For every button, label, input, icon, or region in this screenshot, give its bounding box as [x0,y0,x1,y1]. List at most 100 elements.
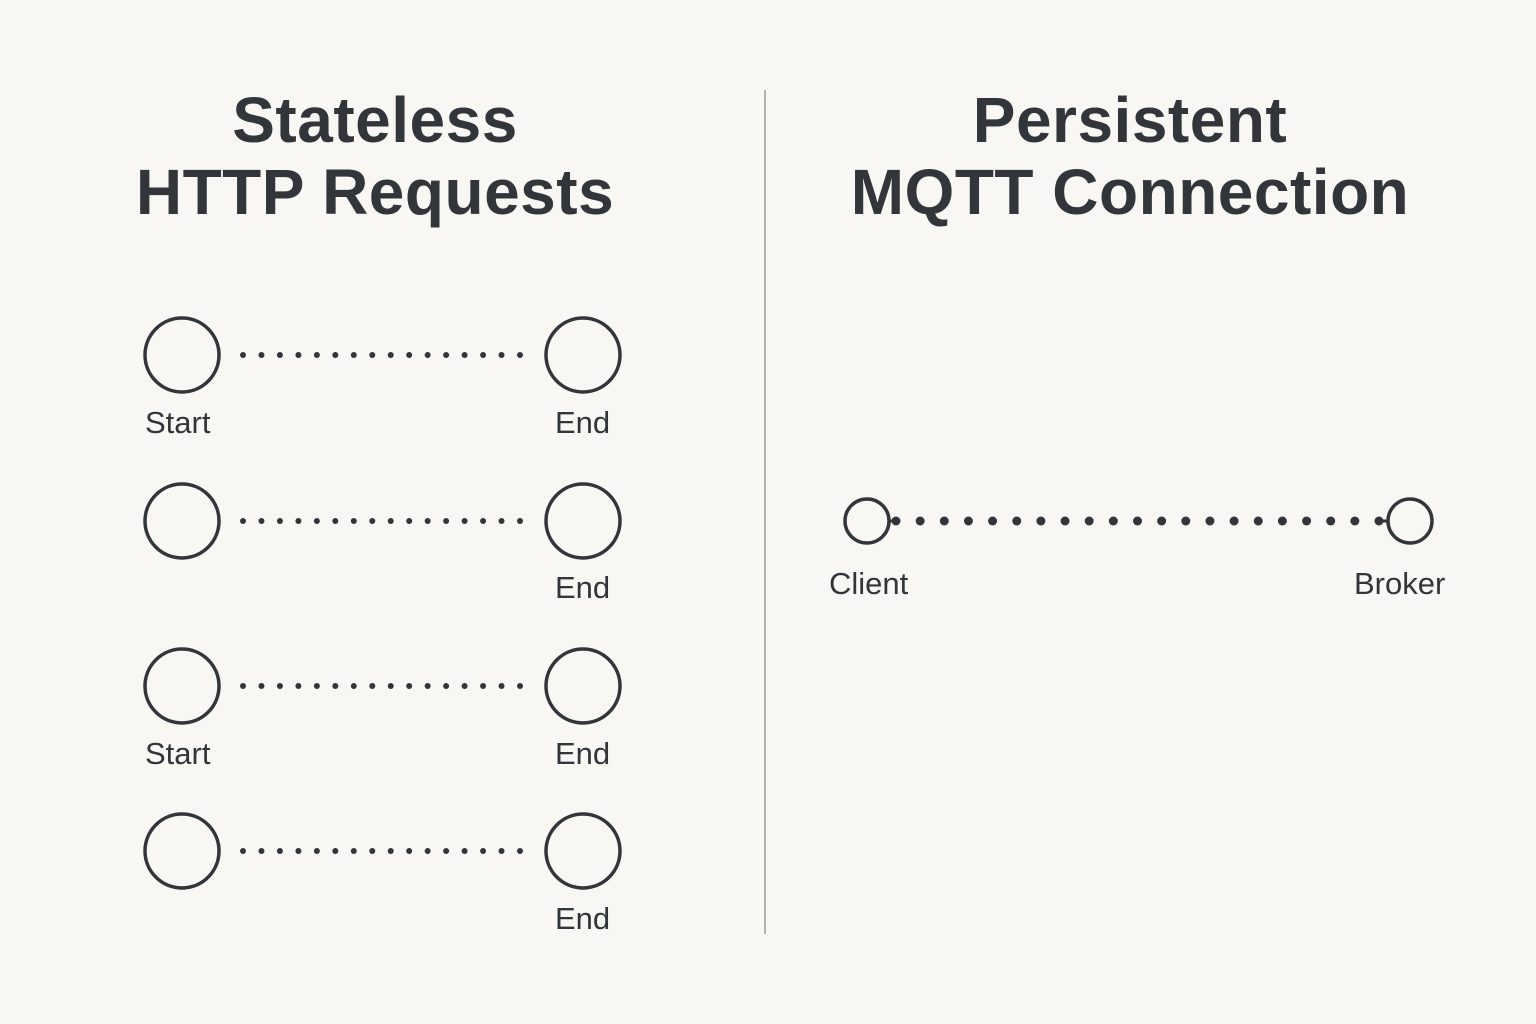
persistent-connection-dot [988,516,998,526]
persistent-connection-dot [1060,516,1070,526]
dotted-connection-dot [295,518,302,524]
http-title-line2: HTTP Requests [135,156,615,228]
end-node-circle-icon [544,482,622,560]
dotted-connection-dot [332,518,339,524]
dotted-connection-dot [276,352,283,358]
http-request-row [143,647,622,725]
dotted-connection-dot [295,848,302,854]
dotted-connection-dot [387,352,394,358]
http-request-rows [143,316,622,890]
dotted-connection-dot [517,518,523,524]
dotted-connection-dot [443,848,450,854]
http-row-1-start-label: Start [145,405,211,440]
dotted-connection-dot [406,683,413,689]
broker-label: Broker [1354,566,1446,601]
persistent-connection-dot [1036,516,1046,526]
dotted-connection-dot [461,352,468,358]
dotted-connection-dot [443,352,450,358]
dotted-connection-dot [332,683,339,689]
dotted-connection-dot [517,848,523,854]
dotted-connection-dot [313,352,320,358]
http-row-2-end-label: End [555,570,611,605]
dotted-connection-dot [424,518,431,524]
persistent-connection-dot [1084,516,1094,526]
mqtt-title-line2: MQTT Connection [850,156,1410,228]
dotted-connection-dot [369,683,376,689]
dotted-connection-dot [350,683,357,689]
http-row-1-end-label: End [555,405,611,440]
persistent-connection-dot [1229,516,1239,526]
dotted-connection-dot [424,352,431,358]
http-request-row [143,482,622,560]
persistent-connection-dot [1326,516,1336,526]
persistent-connection-dot [1133,516,1142,526]
panel-divider [764,90,766,934]
persistent-connection-dot [1302,516,1312,526]
dotted-connection-dot [517,352,523,358]
dotted-connection-dot [443,518,450,524]
end-node-circle-icon [544,812,622,890]
persistent-connection-dot [915,516,925,526]
dotted-connection-dot [369,518,376,524]
dotted-connection-dot [313,848,320,854]
mqtt-connection [843,497,1434,545]
mqtt-title-line1: Persistent [972,84,1288,156]
http-request-row [143,316,622,394]
end-node-circle-icon [544,647,622,725]
dotted-connection-dot [332,352,339,358]
http-row-4-end-label: End [555,901,611,936]
persistent-connection-dot [1012,516,1022,526]
persistent-connection-dot [1108,516,1118,526]
dotted-connection-dot [350,518,357,524]
start-node-circle-icon [143,316,221,394]
dotted-connection-dot [443,683,450,689]
dotted-connection-dot [350,352,357,358]
persistent-connection-dot [1350,516,1360,526]
dotted-connection-dot [498,848,505,854]
dotted-connection-dot [369,848,376,854]
dotted-connection-dot [276,848,283,854]
dotted-connection-dot [258,848,265,854]
dotted-connection-dot [295,683,302,689]
http-title: Stateless HTTP Requests [90,84,660,228]
dotted-connection-dot [387,848,394,854]
persistent-connection-dot [963,516,973,526]
dotted-connection-dot [498,352,505,358]
dotted-connection-dot [369,352,376,358]
dotted-connection-dot [498,683,505,689]
persistent-connection-dot [1374,516,1384,526]
dotted-connection-dot [350,848,357,854]
dotted-connection-dot [313,683,320,689]
end-node-circle-icon [544,316,622,394]
dotted-connection-dot [240,848,246,854]
dotted-connection-dot [406,848,413,854]
dotted-connection-dot [332,848,339,854]
dotted-connection-dot [387,683,394,689]
dotted-connection-dot [258,683,265,689]
dotted-connection-dot [461,518,468,524]
http-row-3-start-label: Start [145,736,211,771]
dotted-connection-dot [461,848,468,854]
dotted-connection-dot [258,352,265,358]
dotted-connection-dot [258,518,265,524]
http-request-row [143,812,622,890]
start-node-circle-icon [143,647,221,725]
http-row-3-end-label: End [555,736,611,771]
dotted-connection-dot [498,518,505,524]
dotted-connection-dot [240,683,246,689]
dotted-connection-dot [406,352,413,358]
dotted-connection-dot [313,518,320,524]
dotted-connection-dot [387,518,394,524]
client-label: Client [829,566,909,601]
persistent-connection-dot [1181,516,1191,526]
dotted-connection-dot [480,848,487,854]
persistent-connection-dot [1277,516,1287,526]
dotted-connection-dot [461,683,468,689]
mqtt-title: Persistent MQTT Connection [810,84,1450,228]
dotted-connection-dot [295,352,302,358]
dotted-connection-dot [276,518,283,524]
persistent-connection-dot [1253,516,1263,526]
dotted-connection-dot [276,683,283,689]
broker-node-circle-icon [1386,497,1434,545]
